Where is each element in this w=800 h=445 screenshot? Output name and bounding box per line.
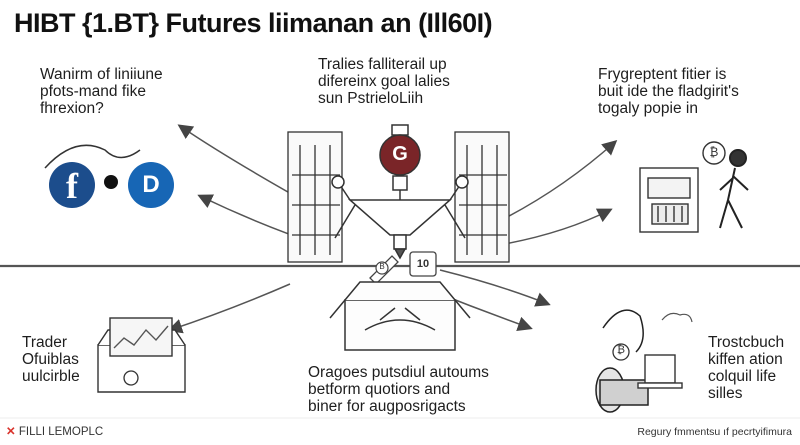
facebook-icon bbox=[49, 162, 95, 208]
caption-bottom-center: Oragoes putsdiul autoums betform quotior… bbox=[308, 364, 489, 415]
badge-box-icon bbox=[409, 251, 437, 277]
connector-dot bbox=[104, 175, 118, 189]
connector-line bbox=[44, 144, 141, 169]
bottom-left-coin-icon bbox=[123, 370, 139, 386]
top-box-badge-text: 10 bbox=[416, 258, 430, 270]
facebook-letter: f bbox=[66, 166, 78, 206]
caption-top-left: Wanirm of liniiune pfots-mand fike fhrex… bbox=[40, 66, 163, 117]
kiosk-icon bbox=[639, 167, 699, 233]
kiosk-coin-letter: ₿ bbox=[709, 145, 719, 159]
footer-left: ✕ FILLI LEMOPLC bbox=[6, 424, 103, 438]
laptop-icon bbox=[637, 354, 683, 389]
open-box-icon bbox=[329, 281, 471, 351]
close-mark-icon: ✕ bbox=[6, 426, 16, 438]
trader-person-icon bbox=[595, 309, 649, 413]
cloud-icon bbox=[661, 312, 693, 323]
caption-top-right: Frygreptent fitier is buit ide the fladg… bbox=[598, 66, 739, 117]
coin-letter: D bbox=[142, 171, 160, 198]
small-coin-letter: B bbox=[379, 262, 385, 271]
footer-brand: FILLI LEMOPLC bbox=[18, 426, 104, 438]
laptop-coin-letter: ₿ bbox=[616, 344, 626, 356]
crypto-coin-icon bbox=[128, 162, 174, 208]
caption-bottom-right: Trostcbuch kiffen ation colquil life sil… bbox=[708, 334, 785, 402]
page-title: HIBT {1.BT} Futures liimanan an (Ill60I) bbox=[14, 8, 493, 38]
arrow-bottom-right-upper bbox=[439, 269, 551, 307]
center-badge-icon bbox=[379, 134, 421, 176]
bitcoin-coin-icon bbox=[702, 141, 726, 165]
footer-right: Regury fmmentsu ıf pecrtyifimura bbox=[637, 426, 792, 438]
funnel-machine bbox=[331, 124, 469, 260]
arrow-bottom-left bbox=[167, 283, 291, 334]
building-left bbox=[287, 131, 343, 263]
person-walking-icon bbox=[719, 149, 749, 229]
caption-bottom-left: Trader Ofuiblas uulcirble bbox=[22, 334, 80, 385]
caption-top-center: Tralies falliterail up difereinx goal la… bbox=[318, 56, 450, 107]
building-right bbox=[454, 131, 510, 263]
dashboard-box-icon bbox=[97, 317, 186, 393]
center-badge-letter: G bbox=[392, 143, 408, 165]
laptop-coin-icon bbox=[612, 343, 630, 361]
small-coin-icon bbox=[375, 261, 389, 275]
